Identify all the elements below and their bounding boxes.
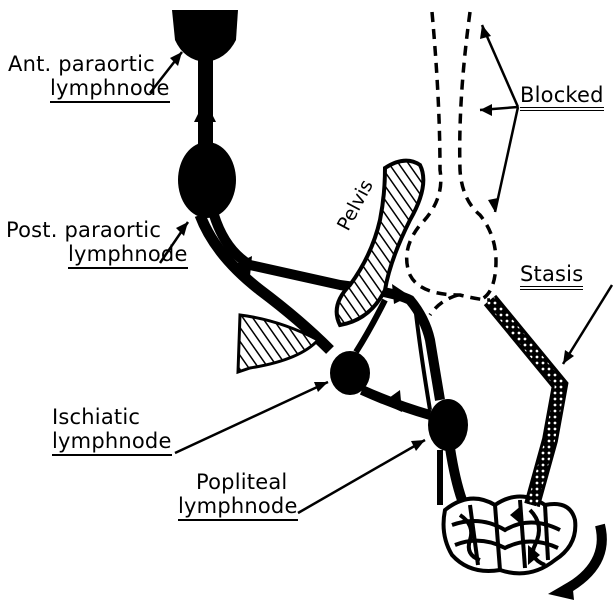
stasis-label-text: Stasis: [520, 262, 583, 290]
stasis-label: Stasis: [520, 262, 583, 286]
ant-paraortic-label-line2: lymphnode: [50, 76, 170, 103]
ischiatic-label-line2: lymphnode: [52, 429, 172, 456]
ischiatic-label: Ischiatic lymphnode: [52, 405, 172, 453]
popliteal-node: [428, 399, 468, 451]
flow-arrow-ischiatic: [382, 390, 402, 412]
popliteal-label-line1: Popliteal: [196, 470, 298, 494]
post-paraortic-label-line1: Post. paraortic: [6, 218, 188, 242]
post-paraortic-label: Post. paraortic lymphnode: [6, 218, 188, 266]
ischiatic-label-line1: Ischiatic: [52, 405, 172, 429]
blocked-label-text: Blocked: [520, 83, 604, 111]
pointer-arrowheads: [170, 25, 574, 451]
curved-arrow-head: [548, 580, 574, 600]
ant-paraortic-label-line1: Ant. paraortic: [8, 52, 170, 76]
blocked-label: Blocked: [520, 83, 604, 107]
stasis-vessel: [490, 300, 560, 505]
popliteal-label: Popliteal lymphnode: [178, 470, 298, 518]
popliteal-foot-vessel: [450, 448, 462, 500]
post-paraortic-label-line2: lymphnode: [68, 242, 188, 269]
ant-paraortic-label: Ant. paraortic lymphnode: [8, 52, 170, 100]
foot-lymphatic-plexus: [444, 497, 576, 574]
upper-collateral-vessel: [214, 215, 440, 400]
foot-arrow-1: [510, 505, 522, 525]
pelvis-label: Pelvis: [333, 176, 378, 234]
popliteal-label-line2: lymphnode: [178, 494, 298, 521]
curved-arrow: [565, 525, 602, 590]
ant-paraortic-node: [172, 10, 238, 62]
post-paraortic-node: [178, 142, 236, 218]
